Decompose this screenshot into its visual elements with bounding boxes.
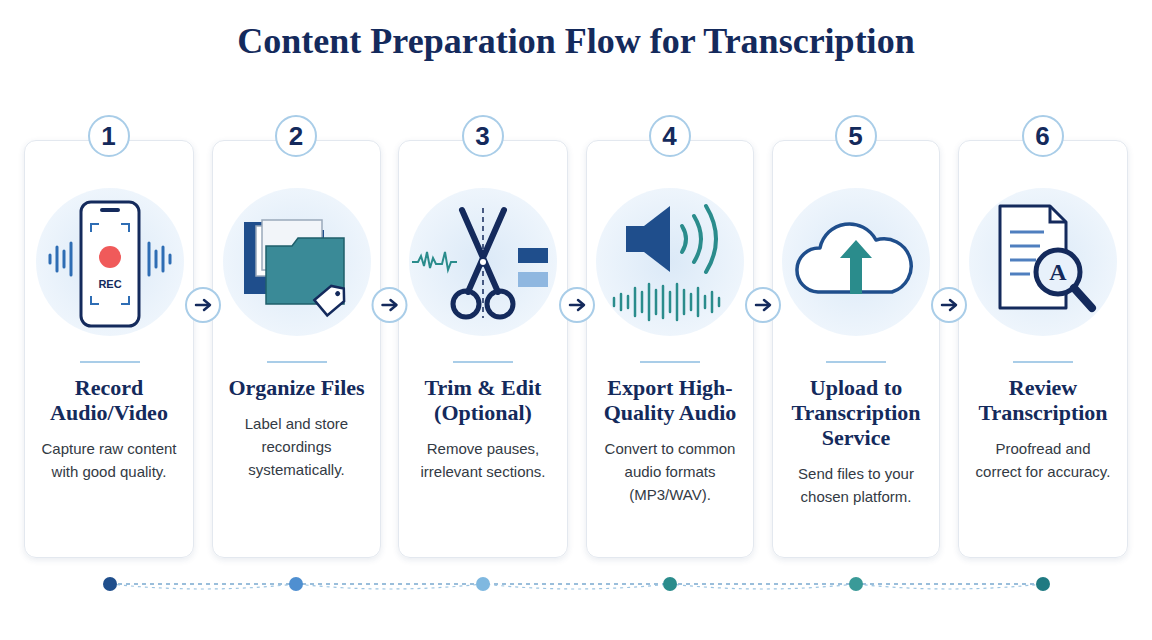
process-card: 2Organize FilesLabel and store recording… — [212, 140, 381, 558]
speaker-icon — [614, 206, 719, 320]
step-description: Convert to common audio formats (MP3/WAV… — [599, 437, 741, 506]
step-number: 1 — [88, 115, 130, 157]
divider-line — [80, 361, 1073, 363]
diagram-title: Content Preparation Flow for Transcripti… — [0, 20, 1152, 62]
flow-arrow — [373, 288, 407, 322]
cloud-upload-icon — [797, 224, 911, 294]
document-icon — [1000, 206, 1092, 308]
step-heading: Record Audio/Video — [33, 375, 185, 425]
step-number: 2 — [275, 115, 317, 157]
icon-letter: A — [1049, 260, 1066, 284]
icon-halo — [36, 188, 1117, 336]
step-number: 3 — [462, 115, 504, 157]
step-number: 4 — [649, 115, 691, 157]
record-label: REC — [98, 279, 121, 290]
step-description: Label and store recordings systematicall… — [225, 412, 368, 481]
step-description: Proofread and correct for accuracy. — [971, 437, 1115, 483]
process-card: 1Record Audio/VideoCapture raw content w… — [24, 140, 194, 558]
flow-arrow — [560, 288, 594, 322]
process-card: 6Review TranscriptionProofread and corre… — [958, 140, 1128, 558]
flow-arrow — [746, 288, 780, 322]
folder-icon — [244, 220, 350, 315]
timeline — [103, 577, 1050, 591]
flow-arrow — [186, 288, 220, 322]
step-number: 5 — [835, 115, 877, 157]
step-heading: Trim & Edit (Optional) — [407, 375, 559, 425]
flow-arrow — [932, 288, 966, 322]
step-number: 6 — [1022, 115, 1064, 157]
step-heading: Organize Files — [221, 375, 372, 400]
phone-icon — [50, 202, 170, 326]
step-description: Remove pauses, irrelevant sections. — [411, 437, 555, 483]
process-card: 3Trim & Edit (Optional)Remove pauses, ir… — [398, 140, 568, 558]
step-heading: Review Transcription — [967, 375, 1119, 425]
step-description: Send files to your chosen platform. — [785, 462, 927, 508]
process-card: 4Export High-Quality AudioConvert to com… — [586, 140, 754, 558]
step-description: Capture raw content with good quality. — [37, 437, 181, 483]
step-heading: Export High-Quality Audio — [595, 375, 745, 425]
scissors-icon — [412, 208, 548, 318]
step-heading: Upload to Transcription Service — [781, 375, 931, 450]
process-card: 5Upload to Transcription ServiceSend fil… — [772, 140, 940, 558]
